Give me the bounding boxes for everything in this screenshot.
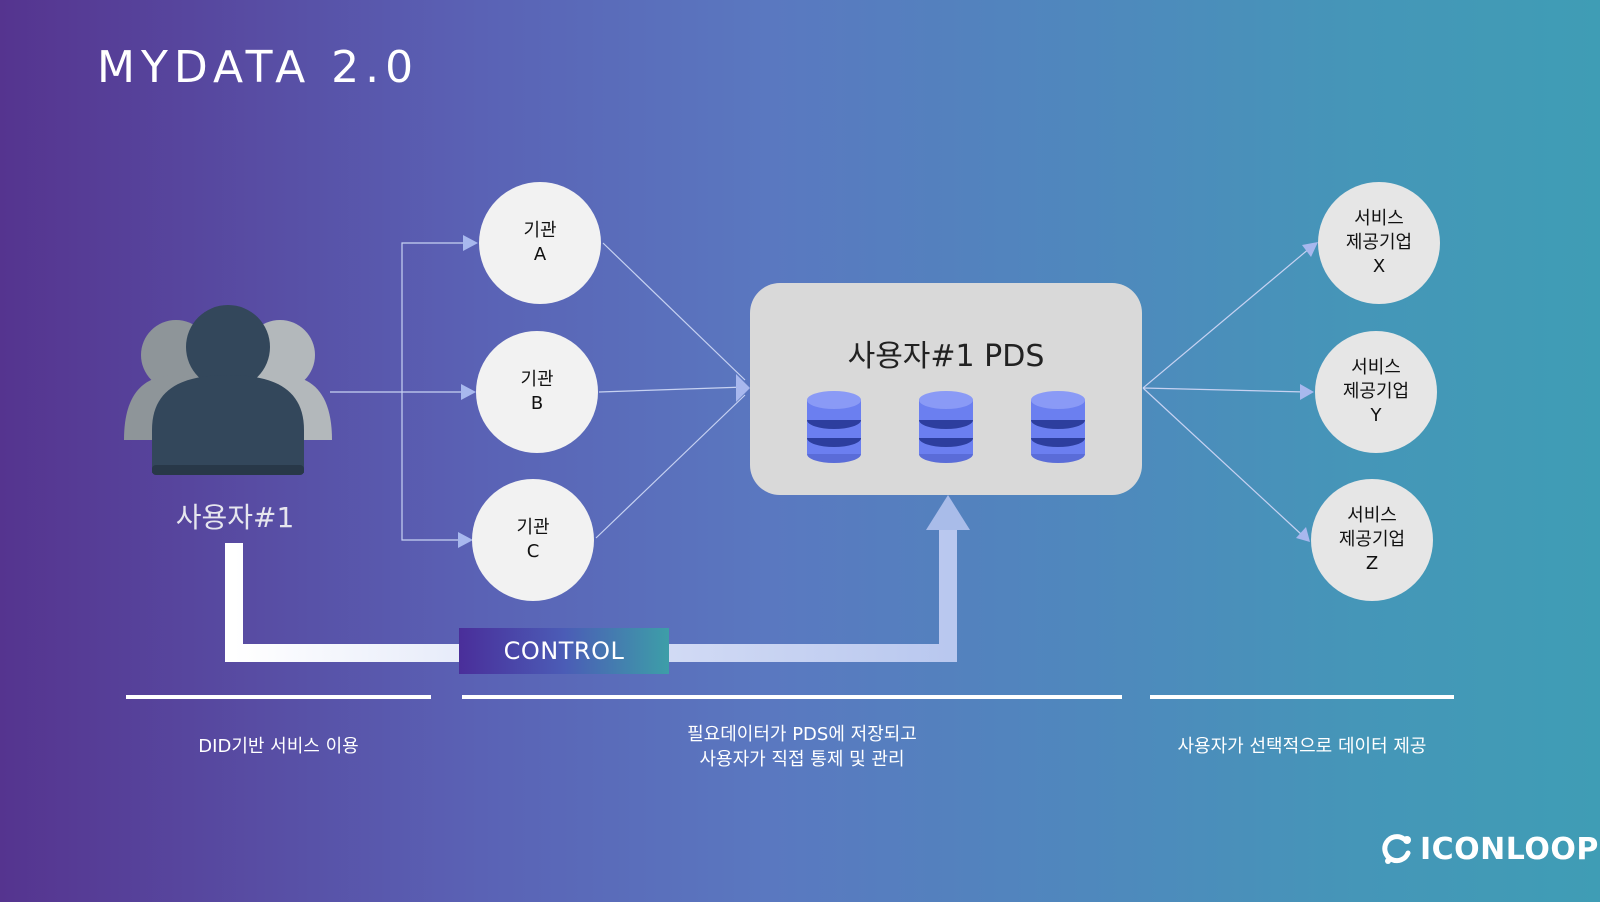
institution-b-node: 기관 B — [476, 331, 598, 453]
middle-divider — [462, 695, 1122, 699]
service-z-line3: Z — [1365, 553, 1379, 574]
institution-a-node: 기관 A — [479, 182, 601, 304]
right-caption: 사용자가 선택적으로 데이터 제공 — [1177, 736, 1427, 757]
service-y-node: 서비스 제공기업 Y — [1315, 331, 1437, 453]
institution-a-line1: 기관 — [523, 220, 557, 241]
user-avatar-icon — [124, 305, 334, 480]
pds-box: 사용자#1 PDS — [750, 283, 1142, 495]
service-x-line3: X — [1372, 256, 1386, 277]
logo-text: ICONLOOP — [1420, 832, 1599, 867]
iconloop-logo: ICONLOOP — [1380, 832, 1599, 867]
service-z-line2: 제공기업 — [1338, 529, 1406, 550]
service-y-line3: Y — [1370, 405, 1382, 426]
database-icon — [807, 391, 861, 463]
institution-b-line1: 기관 — [520, 369, 554, 390]
institution-a-line2: A — [533, 244, 547, 265]
institution-b-line2: B — [530, 393, 544, 414]
control-up-arrowhead — [926, 495, 970, 530]
middle-caption-line2: 사용자가 직접 통제 및 관리 — [699, 749, 905, 770]
institutions-to-pds-lines — [595, 242, 746, 539]
service-arrowheads — [1296, 242, 1318, 542]
user-to-institutions-lines — [330, 242, 470, 541]
pds-title: 사용자#1 PDS — [847, 339, 1045, 374]
diagram-title: MYDATA 2.0 — [97, 42, 420, 93]
service-z-line1: 서비스 — [1347, 505, 1397, 526]
service-y-line1: 서비스 — [1351, 357, 1401, 378]
database-icon — [919, 391, 973, 463]
left-divider — [126, 695, 431, 699]
user-label: 사용자#1 — [175, 501, 295, 534]
middle-caption: 필요데이터가 PDS에 저장되고 사용자가 직접 통제 및 관리 — [592, 722, 1012, 772]
pds-to-services-lines — [1142, 247, 1311, 536]
database-icon — [1031, 391, 1085, 463]
service-z-node: 서비스 제공기업 Z — [1311, 479, 1433, 601]
institution-c-line2: C — [526, 541, 540, 562]
control-label: CONTROL — [459, 628, 669, 674]
institution-c-node: 기관 C — [472, 479, 594, 601]
service-x-line1: 서비스 — [1354, 208, 1404, 229]
user-to-institutions-arrowheads — [458, 235, 478, 548]
service-y-line2: 제공기업 — [1342, 381, 1410, 402]
left-caption: DID기반 서비스 이용 — [198, 736, 359, 757]
pds-arrowheads — [736, 374, 750, 402]
service-x-node: 서비스 제공기업 X — [1318, 182, 1440, 304]
middle-caption-line1: 필요데이터가 PDS에 저장되고 — [687, 724, 917, 745]
right-divider — [1150, 695, 1454, 699]
service-x-line2: 제공기업 — [1345, 232, 1413, 253]
iconloop-logo-icon — [1382, 833, 1411, 864]
institution-c-line1: 기관 — [516, 517, 550, 538]
